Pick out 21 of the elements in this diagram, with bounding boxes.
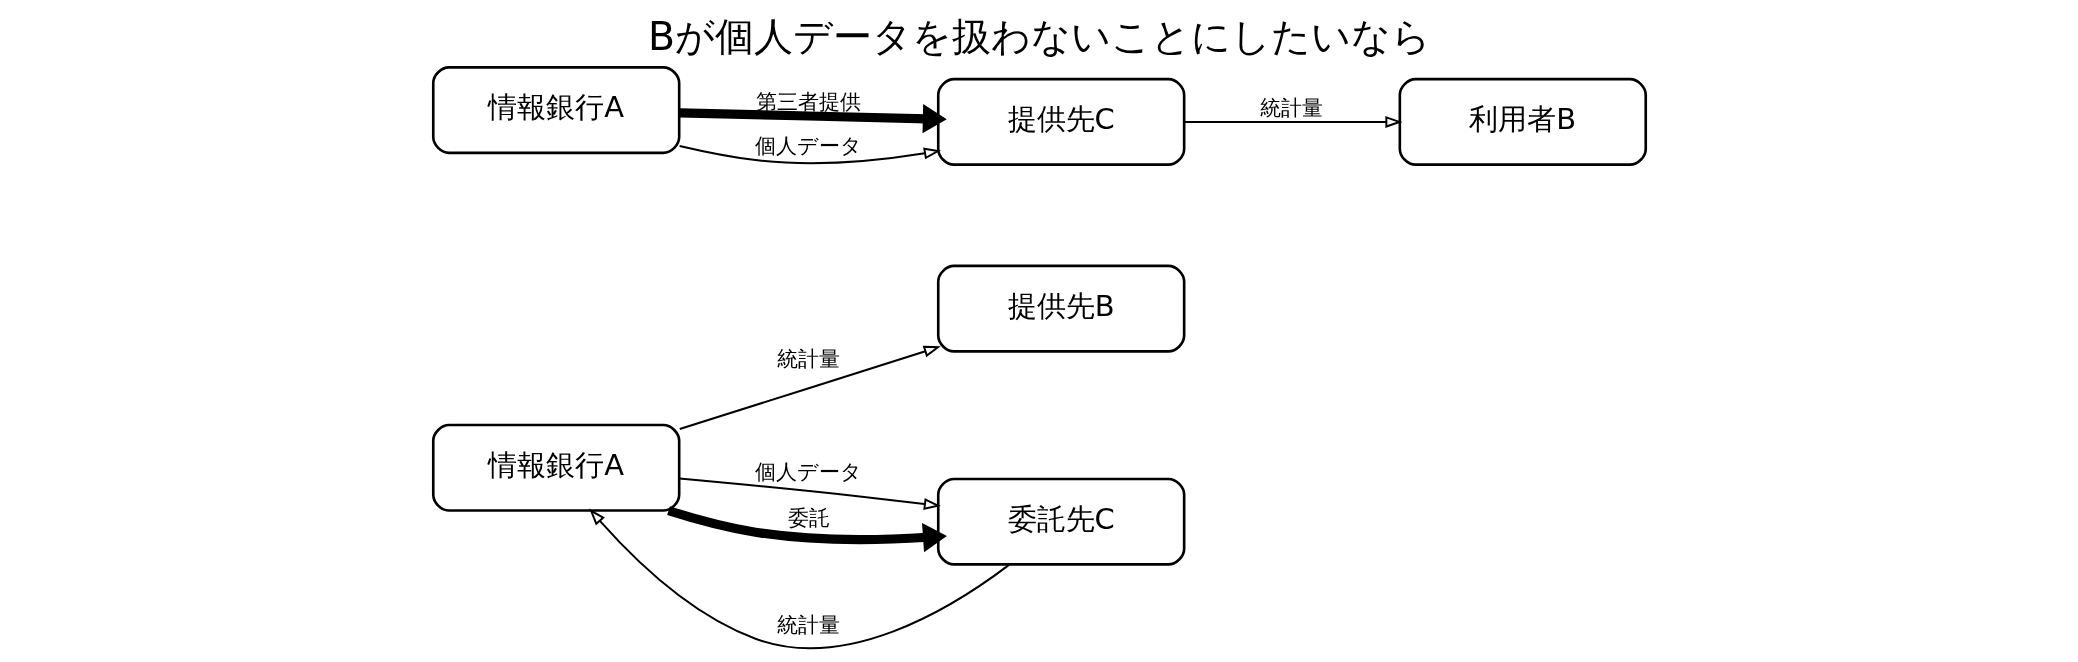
edge-label: 統計量 bbox=[776, 611, 840, 637]
node-box: 利用者B bbox=[1398, 77, 1647, 166]
edge-label: 個人データ bbox=[754, 459, 862, 485]
arrow bbox=[666, 506, 947, 553]
node-box: 情報銀行A bbox=[431, 423, 680, 512]
node-box: 提供先C bbox=[936, 77, 1185, 166]
node-box: 委託先C bbox=[936, 477, 1185, 566]
arrow bbox=[678, 345, 941, 431]
arrow bbox=[678, 144, 941, 165]
edge-label: 個人データ bbox=[754, 133, 862, 159]
diagram-title: Bが個人データを扱わないことにしたいなら bbox=[647, 13, 1431, 60]
edge-label: 委託 bbox=[787, 505, 830, 531]
edge-label: 第三者提供 bbox=[755, 88, 861, 114]
edge-label: 統計量 bbox=[776, 346, 840, 372]
arrow bbox=[588, 508, 1010, 649]
edge-label: 統計量 bbox=[1259, 95, 1323, 121]
arrow bbox=[1182, 115, 1402, 128]
node-box: 情報銀行A bbox=[431, 66, 680, 155]
arrow bbox=[677, 477, 941, 510]
node-box: 提供先B bbox=[936, 264, 1185, 353]
arrow bbox=[679, 104, 947, 134]
